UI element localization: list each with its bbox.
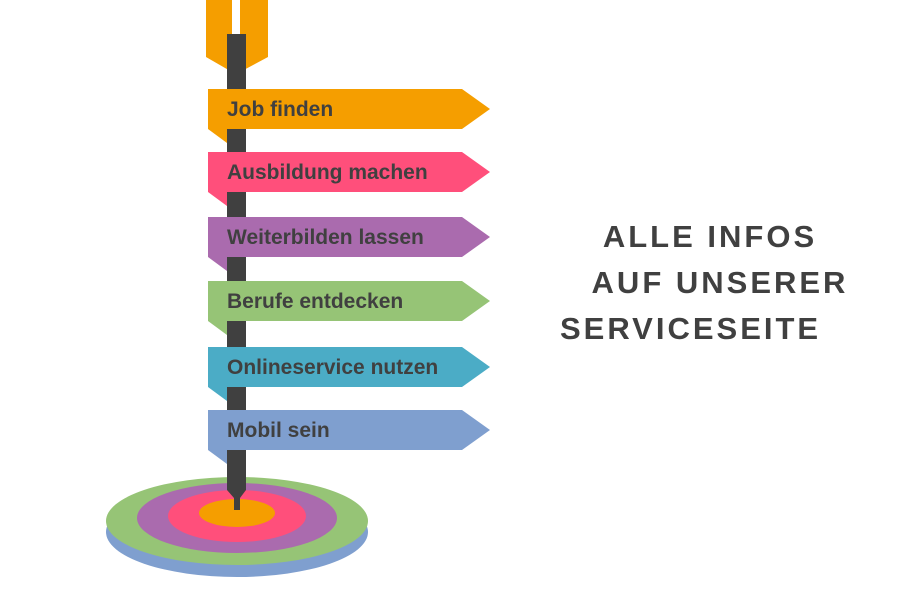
sign-fold: [208, 129, 227, 143]
headline-line-2: AUF UNSERER: [591, 265, 849, 300]
sign-arrow: [208, 89, 490, 129]
sign-fold: [208, 192, 227, 206]
target-ring-orange: [199, 499, 275, 527]
sign-mobil-sein[interactable]: Mobil sein: [208, 410, 490, 464]
sign-fold: [208, 257, 227, 271]
sign-label: Mobil sein: [227, 419, 330, 442]
sign-arrow: [208, 217, 490, 257]
sign-label: Berufe entdecken: [227, 290, 403, 313]
sign-arrow: [208, 281, 490, 321]
sign-weiterbilden-lassen[interactable]: Weiterbilden lassen: [208, 217, 490, 271]
headline: ALLE INFOS AUF UNSERER SERVICESEITE: [560, 214, 860, 352]
headline-line-3: SERVICESEITE: [560, 311, 822, 346]
sign-arrow: [208, 152, 490, 192]
sign-berufe-entdecken[interactable]: Berufe entdecken: [208, 281, 490, 335]
pole-top-arrow: [206, 0, 268, 72]
sign-label: Weiterbilden lassen: [227, 226, 424, 249]
sign-arrow: [208, 347, 490, 387]
sign-fold: [208, 321, 227, 335]
sign-label: Job finden: [227, 98, 333, 121]
sign-label: Onlineservice nutzen: [227, 356, 438, 379]
sign-job-finden[interactable]: Job finden: [208, 89, 490, 143]
sign-arrow: [208, 410, 490, 450]
sign-label: Ausbildung machen: [227, 161, 428, 184]
sign-fold: [208, 450, 227, 464]
sign-ausbildung-machen[interactable]: Ausbildung machen: [208, 152, 490, 206]
target-base: [106, 477, 368, 577]
sign-onlineservice-nutzen[interactable]: Onlineservice nutzen: [208, 347, 490, 401]
headline-line-1: ALLE INFOS: [602, 219, 818, 254]
sign-fold: [208, 387, 227, 401]
